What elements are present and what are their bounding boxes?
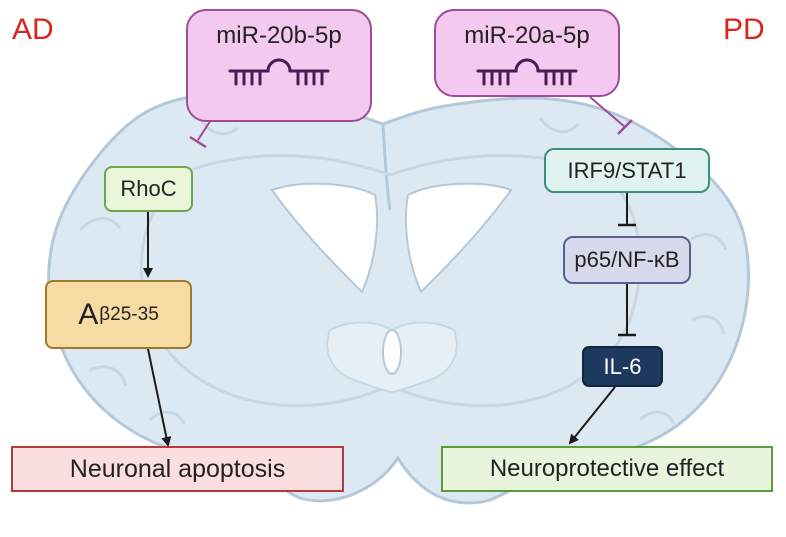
mirna-right-label: miR-20a-5p bbox=[464, 22, 590, 49]
rna-hairpin-icon bbox=[476, 58, 578, 86]
brain-section-illustration bbox=[47, 92, 751, 505]
mirna-right-box: miR-20a-5p bbox=[434, 9, 620, 97]
inhibit-mir20b-bar bbox=[189, 135, 207, 149]
rna-hairpin-icon bbox=[228, 58, 330, 86]
arrow-abeta-to-apoptosis bbox=[147, 348, 172, 447]
inhibit-mir20a-to-irf9 bbox=[589, 96, 626, 128]
il6-node: IL-6 bbox=[582, 346, 663, 387]
abeta-label: A bbox=[78, 297, 99, 331]
arrow-il6-to-neuroprotective bbox=[568, 386, 616, 445]
right-disease-label: PD bbox=[723, 13, 765, 46]
inhibit-mir20a-bar bbox=[617, 119, 633, 135]
mirna-left-label: miR-20b-5p bbox=[216, 22, 342, 49]
irf9-stat1-node: IRF9/STAT1 bbox=[544, 148, 710, 193]
abeta-subscript: β25-35 bbox=[99, 303, 159, 325]
neuronal-apoptosis-node: Neuronal apoptosis bbox=[11, 446, 344, 492]
left-disease-label: AD bbox=[12, 13, 54, 46]
mirna-left-box: miR-20b-5p bbox=[186, 9, 372, 122]
p65-nfkb-node: p65/NF-κB bbox=[563, 236, 691, 284]
neuroprotective-effect-node: Neuroprotective effect bbox=[441, 446, 773, 492]
rhoc-node: RhoC bbox=[104, 166, 193, 212]
